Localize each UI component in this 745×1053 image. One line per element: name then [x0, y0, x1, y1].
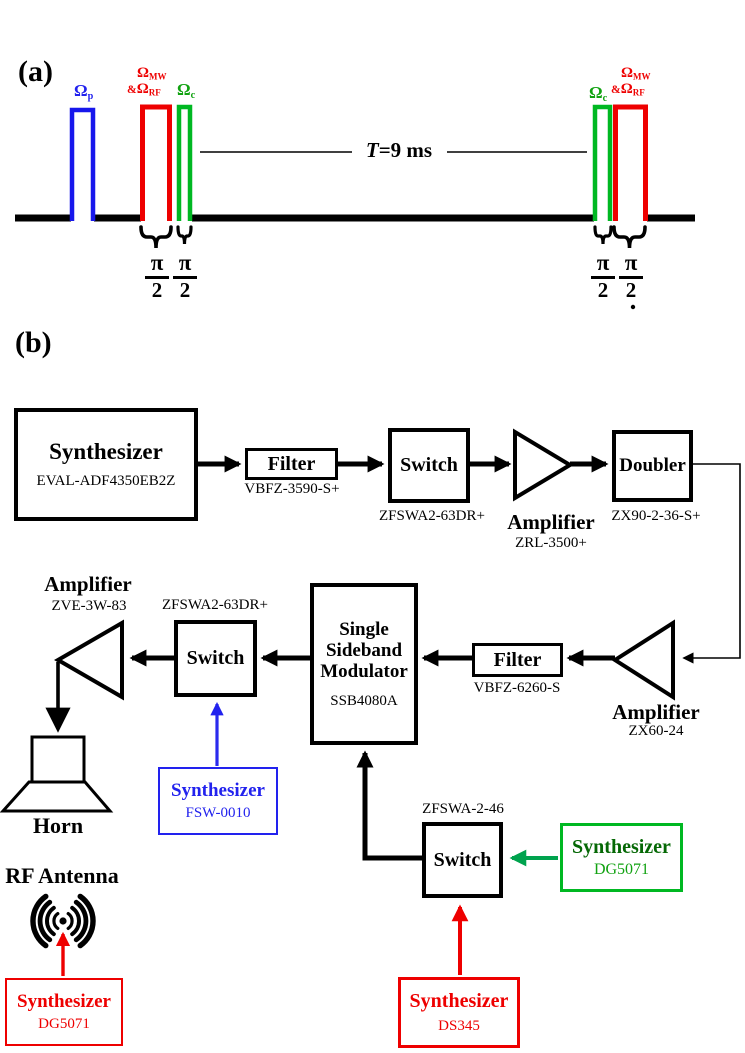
- amp3-model: ZVE-3W-83: [51, 598, 127, 614]
- coupling-pulse-label-left: Ωc: [177, 80, 196, 102]
- ssb-title-line3: Modulator: [320, 661, 408, 683]
- line-doubler-amp2-feedback: [682, 463, 741, 664]
- amp3-title: Amplifier: [44, 572, 132, 596]
- ssb-title-line2: Sideband: [325, 639, 403, 661]
- probe-pulse-blue: [69, 107, 96, 221]
- horn-label: Horn: [32, 813, 84, 838]
- pulse-braces: [139, 225, 647, 249]
- synthesizer-red-bottom-model: DS345: [438, 1017, 480, 1034]
- arrow-switch3-ssb: [356, 750, 422, 861]
- doubler-box: Doubler: [612, 430, 693, 502]
- coupling-pulse-label-right: Ωc: [589, 83, 608, 105]
- filter2-box: Filter: [472, 643, 563, 677]
- brace-red-right: [612, 225, 647, 249]
- synthesizer1-title: Synthesizer: [49, 438, 163, 464]
- synthesizer-blue-model: FSW-0010: [185, 805, 251, 822]
- amp2-model: ZX60-24: [628, 723, 684, 739]
- filter2-title: Filter: [493, 648, 542, 671]
- period-dot: [630, 304, 636, 310]
- brace-red-left: [139, 225, 173, 249]
- synthesizer-green-title: Synthesizer: [572, 835, 671, 858]
- ssb-model: SSB4080A: [330, 692, 398, 709]
- synthesizer-red-left-box: Synthesizer DG5071: [5, 978, 123, 1046]
- rf-antenna-icon: [30, 893, 96, 949]
- ssb-title-line1: Single: [339, 618, 389, 640]
- doubler-model: ZX90-2-36-S+: [611, 508, 701, 524]
- switch2-title: Switch: [186, 647, 245, 670]
- synthesizer1-box: Synthesizer EVAL-ADF4350EB2Z: [14, 408, 198, 521]
- mw-rf-pulse-red-right: [613, 104, 648, 221]
- brace-green-left: [176, 225, 193, 245]
- ssb-modulator-box: Single Sideband Modulator SSB4080A: [310, 583, 418, 745]
- switch3-box: Switch: [422, 822, 503, 898]
- synthesizer-red-bottom-box: Synthesizer DS345: [398, 977, 520, 1048]
- coupling-pulse-green-left: [176, 104, 193, 221]
- filter1-box: Filter: [245, 448, 338, 480]
- synthesizer-blue-box: Synthesizer FSW-0010: [158, 767, 278, 835]
- synthesizer-blue-title: Synthesizer: [171, 779, 265, 801]
- filter2-model: VBFZ-6260-S: [473, 680, 561, 696]
- switch2-model: ZFSWA2-63DR+: [162, 597, 268, 613]
- switch3-model: ZFSWA-2-46: [422, 801, 504, 817]
- rf-antenna-label: RF Antenna: [5, 863, 119, 888]
- amp2-title: Amplifier: [612, 700, 700, 724]
- amp3-triangle: [54, 619, 124, 701]
- switch1-title: Switch: [400, 454, 458, 477]
- amp1-triangle: [513, 428, 574, 502]
- signal-path-arrows: [129, 455, 615, 861]
- amp1-title: Amplifier: [507, 510, 595, 534]
- brace-green-right: [593, 225, 613, 245]
- probe-pulse-label: Ωp: [74, 81, 94, 103]
- amp1-model: ZRL-3500+: [515, 535, 587, 551]
- filter1-title: Filter: [267, 452, 316, 475]
- synthesizer1-model: EVAL-ADF4350EB2Z: [36, 473, 176, 490]
- synthesizer-red-left-title: Synthesizer: [17, 990, 111, 1012]
- coupling-pulse-green-right: [592, 104, 613, 221]
- delay-time-label: T=9 ms: [365, 138, 433, 162]
- mw-rf-pulse-label-right: ΩMW &ΩRF: [611, 65, 651, 98]
- panel-b-label: (b): [15, 326, 52, 359]
- switch1-model: ZFSWA2-63DR+: [379, 508, 485, 524]
- synthesizer-red-left-model: DG5071: [38, 1016, 90, 1033]
- amplifier-triangles: [54, 428, 675, 701]
- filter1-model: VBFZ-3590-S+: [244, 481, 340, 497]
- panel-a-label: (a): [18, 55, 53, 88]
- switch3-title: Switch: [433, 848, 492, 871]
- amp2-triangle: [611, 619, 675, 701]
- horn-shape: [0, 735, 114, 813]
- doubler-title: Doubler: [619, 455, 686, 477]
- synthesizer-green-box: Synthesizer DG5071: [560, 823, 683, 892]
- mw-rf-pulse-label-left: ΩMW &ΩRF: [127, 65, 167, 98]
- switch1-box: Switch: [388, 428, 470, 503]
- switch2-box: Switch: [174, 620, 257, 697]
- mw-rf-pulse-red-left: [140, 104, 172, 221]
- synthesizer-red-bottom-title: Synthesizer: [409, 990, 509, 1013]
- synthesizer-green-model: DG5071: [593, 861, 650, 879]
